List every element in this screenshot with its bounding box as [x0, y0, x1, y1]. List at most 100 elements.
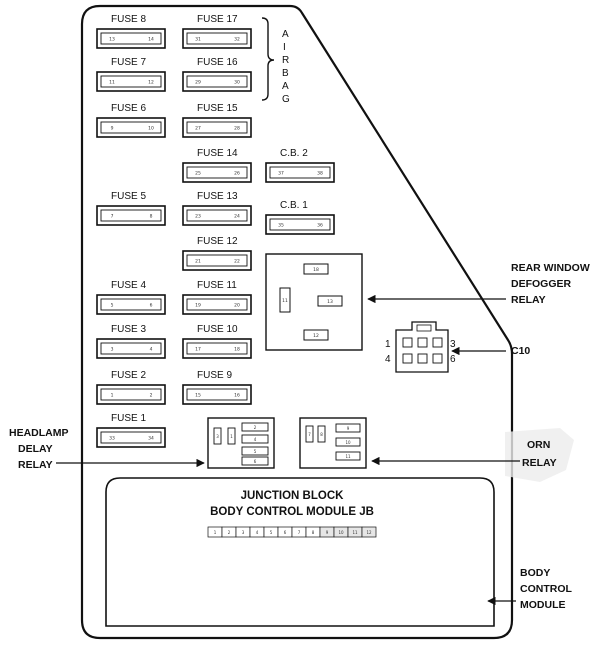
- airbag-bracket: [261, 17, 275, 101]
- fuse-pin-label: 31: [195, 37, 201, 43]
- fuse-inner: [100, 209, 162, 222]
- fuse-label: FUSE 13: [197, 191, 238, 202]
- bcm-pin-label: 5: [270, 530, 273, 535]
- fuse-inner: [100, 121, 162, 134]
- callout-text: REAR WINDOW: [511, 262, 590, 274]
- bcm-pin: [361, 526, 377, 538]
- fuse-inner: [186, 209, 248, 222]
- fuse-pin-label: 24: [234, 214, 240, 220]
- fuse-inner: [186, 254, 248, 267]
- bcm-pin-label: 3: [242, 530, 245, 535]
- headlamp-delay-relay: 3 1 2 4 5 6: [207, 417, 275, 469]
- relay-pin: [279, 287, 291, 313]
- fuse-pin-label: 19: [195, 303, 201, 309]
- callout-text: CONTROL: [520, 583, 572, 595]
- callout-text: BODY: [520, 567, 550, 579]
- fuse-label: FUSE 5: [111, 191, 146, 202]
- callout-text: RELAY: [18, 459, 53, 471]
- rear-window-callout: REAR WINDOW DEFOGGER RELAY: [367, 262, 590, 306]
- relay-pin-label: 13: [327, 299, 333, 305]
- fuse-pin-label: 23: [195, 214, 201, 220]
- c10-pin-label: 1: [385, 339, 391, 350]
- c10-pin-label: 4: [385, 354, 391, 365]
- fuse-pin-label: 33: [109, 436, 115, 442]
- fuse-label: FUSE 8: [111, 14, 146, 25]
- airbag-letter: A: [282, 29, 289, 40]
- bcm-pin-label: 6: [284, 530, 287, 535]
- relay-pin-label: 7: [308, 432, 311, 437]
- fuse-pin-label: 29: [195, 80, 201, 86]
- fuse-pin-label: 6: [150, 303, 153, 309]
- relay-pin-label: 6: [254, 459, 257, 464]
- c10-pin-label: 6: [450, 354, 456, 365]
- connector-cavity: [432, 337, 443, 348]
- fuse-inner: [186, 121, 248, 134]
- fuse-pin-label: 35: [278, 223, 284, 229]
- relay-pin-label: 11: [282, 298, 288, 304]
- fuse-inner: [186, 75, 248, 88]
- bcm-pin-label: 2: [228, 530, 231, 535]
- fuse-label: FUSE 1: [111, 413, 146, 424]
- airbag-letter: G: [282, 94, 290, 105]
- fuse-pin-label: 18: [234, 347, 240, 353]
- fuse-label: FUSE 3: [111, 324, 146, 335]
- callout-text: RELAY: [511, 294, 546, 306]
- airbag-label: A I R B A G: [282, 29, 290, 105]
- fuse-label: FUSE 9: [197, 370, 232, 381]
- fuse: FUSE 2 1 2: [96, 370, 166, 405]
- fuse-inner: [186, 166, 248, 179]
- airbag-letter: B: [282, 68, 289, 79]
- callout-text: RELAY: [522, 457, 557, 469]
- c10-connector: 1 3 4 6: [385, 321, 456, 373]
- fuse-pin-label: 27: [195, 126, 201, 132]
- bcm-pin-label: 1: [214, 530, 217, 535]
- relay-pin: [303, 329, 329, 341]
- fuse-inner: [100, 75, 162, 88]
- fuse-pin-label: 7: [111, 214, 114, 220]
- fuse-label: FUSE 14: [197, 148, 238, 159]
- bcm-pin-label: 10: [338, 530, 344, 535]
- fuse: FUSE 13 23 24: [182, 191, 252, 226]
- fuse-label: FUSE 15: [197, 103, 238, 114]
- junction-block-title: JUNCTION BLOCK: [241, 490, 345, 502]
- fuse-label: FUSE 16: [197, 57, 238, 68]
- fuse-label: FUSE 2: [111, 370, 146, 381]
- fuse-pin-label: 11: [109, 80, 115, 86]
- connector-cavity: [402, 337, 413, 348]
- relay-pin-label: 1: [230, 434, 233, 439]
- fuse-pin-label: 5: [111, 303, 114, 309]
- bcm-pin-label: 12: [366, 530, 372, 535]
- bcm-outline: [105, 477, 495, 627]
- horn-smudge: [505, 428, 574, 482]
- bcm-pin-label: 9: [326, 530, 329, 535]
- fuse-pin-label: 1: [111, 393, 114, 399]
- fuse-pin-label: 34: [148, 436, 154, 442]
- fuse-pin-label: 14: [148, 37, 154, 43]
- fuse-inner: [100, 32, 162, 45]
- connector-cavity: [417, 353, 428, 364]
- callout-text: DEFOGGER: [511, 278, 572, 290]
- horn-relay: 7 8 9 10 11: [299, 417, 367, 469]
- fuse-label: FUSE 12: [197, 236, 238, 247]
- connector-cavity: [402, 353, 413, 364]
- callout-text: MODULE: [520, 599, 566, 611]
- bcm-pin-label: 4: [256, 530, 259, 535]
- fuse-pin-label: 2: [150, 393, 153, 399]
- fuse-pin-label: 36: [317, 223, 323, 229]
- relay-pin-label: 11: [345, 454, 351, 459]
- relay-pin-label: 4: [254, 437, 257, 442]
